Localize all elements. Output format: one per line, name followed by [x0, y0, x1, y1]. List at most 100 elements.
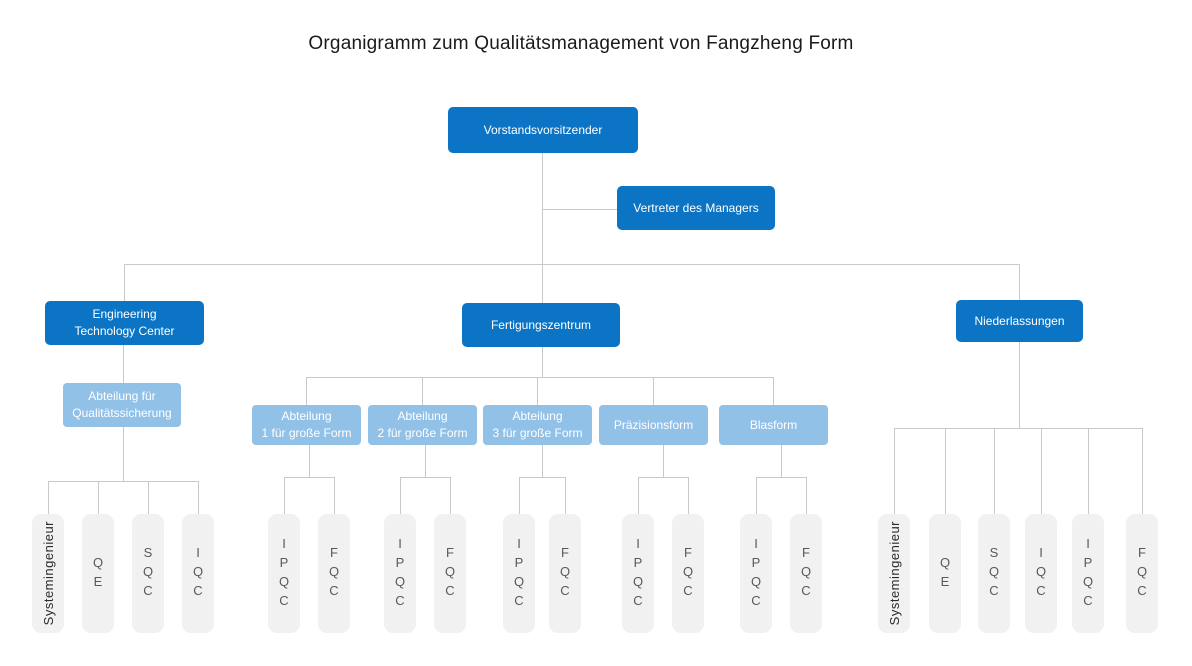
node-engineering-technology-center: Engineering Technology Center	[45, 301, 204, 345]
connector-line	[519, 477, 565, 478]
unit-ipqc: IPQC	[268, 514, 300, 633]
connector-line	[542, 445, 543, 477]
unit-qe: QE	[82, 514, 114, 633]
connector-line	[306, 377, 773, 378]
node-abteilung-3-grosse-form: Abteilung 3 für große Form	[483, 405, 592, 445]
unit-label: IPQC	[276, 535, 292, 612]
connector-line	[653, 377, 654, 405]
unit-label: IPQC	[748, 535, 764, 612]
connector-line	[688, 477, 689, 514]
connector-line	[148, 481, 149, 514]
node-vertreter-des-managers: Vertreter des Managers	[617, 186, 775, 230]
unit-label: Systemingenieur	[886, 521, 902, 626]
unit-fqc: FQC	[672, 514, 704, 633]
connector-line	[98, 481, 99, 514]
unit-label: QE	[937, 554, 953, 593]
connector-line	[756, 477, 806, 478]
connector-line	[400, 477, 401, 514]
connector-line	[400, 477, 450, 478]
unit-ipqc: IPQC	[622, 514, 654, 633]
node-abteilung-qualitaetssicherung: Abteilung für Qualitätssicherung	[63, 383, 181, 427]
connector-line	[425, 445, 426, 477]
connector-line	[806, 477, 807, 514]
connector-line	[945, 428, 946, 514]
connector-line	[334, 477, 335, 514]
connector-line	[542, 264, 543, 303]
connector-line	[773, 377, 774, 405]
unit-ipqc: IPQC	[384, 514, 416, 633]
unit-fqc: FQC	[434, 514, 466, 633]
unit-label: IQC	[1033, 545, 1049, 602]
unit-label: SQC	[986, 545, 1002, 602]
unit-label: Systemingenieur	[40, 521, 56, 626]
unit-fqc: FQC	[549, 514, 581, 633]
connector-line	[894, 428, 1142, 429]
connector-line	[48, 481, 198, 482]
connector-line	[48, 481, 49, 514]
connector-line	[306, 377, 307, 405]
connector-line	[1041, 428, 1042, 514]
connector-line	[123, 345, 124, 383]
unit-iqc: IQC	[182, 514, 214, 633]
unit-systemingenieur: Systemingenieur	[878, 514, 910, 633]
unit-label: IPQC	[511, 535, 527, 612]
unit-label: FQC	[557, 545, 573, 602]
connector-line	[198, 481, 199, 514]
connector-line	[1019, 264, 1020, 300]
node-abteilung-2-grosse-form: Abteilung 2 für große Form	[368, 405, 477, 445]
connector-line	[284, 477, 285, 514]
connector-line	[519, 477, 520, 514]
unit-ipqc: IPQC	[740, 514, 772, 633]
connector-line	[537, 377, 538, 405]
unit-label: FQC	[326, 545, 342, 602]
connector-line	[565, 477, 566, 514]
connector-line	[542, 209, 617, 210]
node-vorstandsvorsitzender: Vorstandsvorsitzender	[448, 107, 638, 153]
unit-systemingenieur: Systemingenieur	[32, 514, 64, 633]
connector-line	[781, 445, 782, 477]
connector-line	[124, 264, 125, 301]
connector-line	[309, 445, 310, 477]
unit-label: IPQC	[1080, 535, 1096, 612]
unit-label: SQC	[140, 545, 156, 602]
node-niederlassungen: Niederlassungen	[956, 300, 1083, 342]
connector-line	[284, 477, 334, 478]
chart-title: Organigramm zum Qualitätsmanagement von …	[308, 33, 854, 54]
connector-line	[123, 427, 124, 481]
unit-sqc: SQC	[978, 514, 1010, 633]
unit-label: FQC	[798, 545, 814, 602]
unit-label: IPQC	[630, 535, 646, 612]
connector-line	[663, 445, 664, 477]
connector-line	[638, 477, 688, 478]
connector-line	[1019, 342, 1020, 428]
unit-label: IQC	[190, 545, 206, 602]
unit-iqc: IQC	[1025, 514, 1057, 633]
connector-line	[756, 477, 757, 514]
node-praezisionsform: Präzisionsform	[599, 405, 708, 445]
connector-line	[450, 477, 451, 514]
connector-line	[994, 428, 995, 514]
unit-label: IPQC	[392, 535, 408, 612]
connector-line	[542, 153, 543, 264]
connector-line	[894, 428, 895, 514]
connector-line	[422, 377, 423, 405]
node-blasform: Blasform	[719, 405, 828, 445]
node-fertigungszentrum: Fertigungszentrum	[462, 303, 620, 347]
unit-label: FQC	[1134, 545, 1150, 602]
unit-label: QE	[90, 554, 106, 593]
unit-label: FQC	[680, 545, 696, 602]
unit-fqc: FQC	[1126, 514, 1158, 633]
connector-line	[638, 477, 639, 514]
connector-line	[124, 264, 1019, 265]
connector-line	[542, 347, 543, 377]
connector-line	[1088, 428, 1089, 514]
unit-qe: QE	[929, 514, 961, 633]
unit-ipqc: IPQC	[1072, 514, 1104, 633]
unit-sqc: SQC	[132, 514, 164, 633]
unit-ipqc: IPQC	[503, 514, 535, 633]
unit-fqc: FQC	[790, 514, 822, 633]
unit-label: FQC	[442, 545, 458, 602]
unit-fqc: FQC	[318, 514, 350, 633]
node-abteilung-1-grosse-form: Abteilung 1 für große Form	[252, 405, 361, 445]
